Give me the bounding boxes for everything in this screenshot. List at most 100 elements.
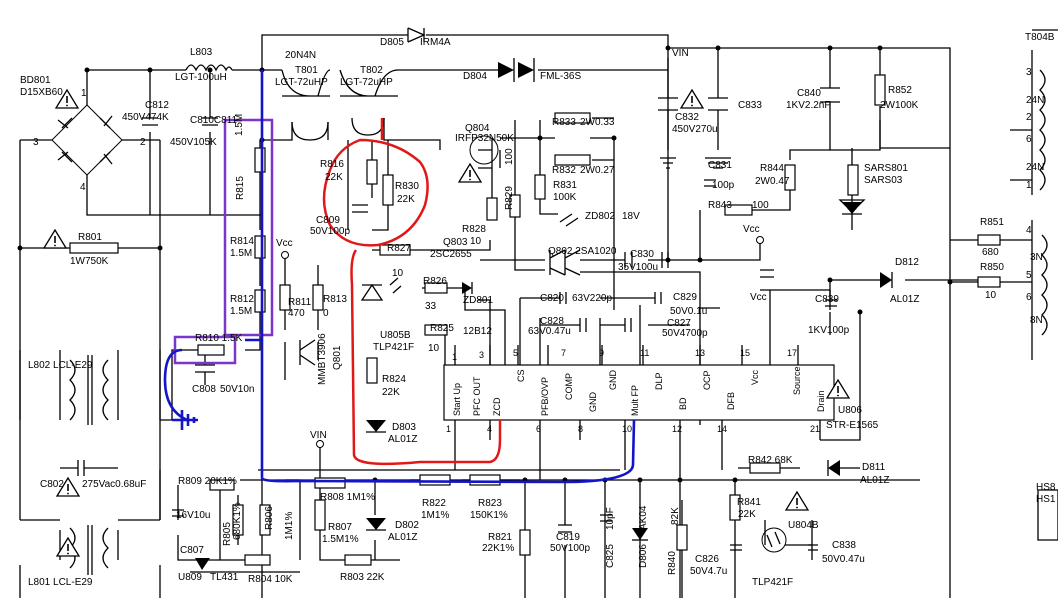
c809-label: C809: [316, 215, 340, 226]
r850-label: R850: [980, 262, 1004, 273]
r840-value: 82K: [670, 507, 681, 525]
warning-icon: [43, 229, 67, 249]
c833-label: C833: [738, 100, 762, 111]
pin-comp: COMP: [564, 373, 574, 400]
c808-value: 50V10n: [220, 384, 254, 395]
pin-num: 4: [487, 424, 492, 434]
l801-label: L801 LCL-E29: [28, 577, 93, 588]
pin-gnd1: GND: [588, 392, 598, 413]
d804-label: D804: [463, 71, 487, 82]
r808-label: R808 1M1%: [320, 492, 375, 503]
pin-dlp: DLP: [654, 372, 664, 390]
r831-value: 100K: [553, 192, 577, 203]
r852-label: R852: [888, 85, 912, 96]
sec-pin-3: 3: [1026, 67, 1032, 78]
pin-dfb: DFB: [726, 392, 736, 410]
bridge-pin-4: 4: [80, 182, 86, 193]
u809-label: U809: [178, 572, 202, 583]
r814-value: 1.5M: [230, 248, 252, 259]
r829-value: 100: [504, 148, 515, 165]
t802-label: T802: [360, 65, 383, 76]
sec-24n-a: 24N: [1026, 95, 1044, 106]
pin-pfcout: PFC OUT: [472, 376, 482, 416]
r833-label: R833: [552, 117, 576, 128]
r806-label: R806: [264, 506, 275, 530]
r823-label: R823: [478, 498, 502, 509]
d802-value: AL01Z: [388, 532, 417, 543]
r821-value: 22K1%: [482, 543, 514, 554]
r827-label: R827: [387, 243, 411, 254]
sec-pin-4: 4: [1026, 225, 1032, 236]
r826-value: 33: [425, 301, 437, 312]
c807-value: 16V10u: [176, 510, 210, 521]
r811-label: R811: [288, 297, 312, 308]
blue-trace: [163, 70, 636, 484]
c828-label: C828: [540, 316, 564, 327]
r816-label: R816: [320, 159, 344, 170]
zd802-label: ZD802: [585, 211, 615, 222]
pin-cs: CS: [516, 369, 526, 382]
sec-24n-b: 24N: [1026, 162, 1044, 173]
r844-value: 2W0.47: [755, 176, 790, 187]
r827-value: 10: [392, 268, 404, 279]
d804-value: FML-36S: [540, 71, 581, 82]
q803-label: Q803: [443, 237, 468, 248]
vin-mid-label: VIN: [310, 430, 327, 441]
vcc-right-label: Vcc: [750, 292, 767, 303]
q801-label: Q801: [332, 345, 343, 370]
r841-value: 22K: [738, 509, 756, 520]
c839-value: 1KV100p: [808, 325, 850, 336]
r812-label: R812: [230, 294, 254, 305]
wiring: [17, 29, 1058, 598]
q804-label: Q804: [465, 123, 490, 134]
d803-value: AL01Z: [388, 434, 417, 445]
r816-value: 22K: [325, 172, 343, 183]
pin-startup: Start Up: [452, 383, 462, 416]
r811-value: 470: [288, 308, 305, 319]
c829-label: C829: [673, 292, 697, 303]
c831-label: C831: [708, 160, 732, 171]
pin-num: 9: [599, 348, 604, 358]
r815-value: 1.5M: [234, 114, 245, 136]
q804-value: IRFP32N50K: [455, 133, 514, 144]
c827-label: C827: [667, 318, 691, 329]
red-trace: [350, 118, 502, 466]
warning-icon: [680, 89, 704, 109]
purple-highlight-box-upper: [223, 118, 274, 337]
r807-label: R807: [328, 522, 352, 533]
d812-value: AL01Z: [890, 294, 919, 305]
d811-value: AL01Z: [860, 475, 889, 486]
r851-label: R851: [980, 217, 1004, 228]
c832-label: C832: [675, 112, 699, 123]
d802-label: D802: [395, 520, 419, 531]
pin-num: 12: [672, 424, 682, 434]
d806-value: AK04: [638, 505, 649, 530]
q803-value: 2SC2655: [430, 249, 472, 260]
zd801-value: 12B12: [463, 326, 492, 337]
vcc-left-label: Vcc: [276, 238, 293, 249]
r821-label: R821: [488, 532, 512, 543]
pin-num: 5: [513, 348, 518, 358]
c820-label: C820: [540, 293, 564, 304]
t801-label: T801: [295, 65, 318, 76]
hs8-label: HS8: [1036, 482, 1056, 493]
pin-num: 6: [536, 424, 541, 434]
pin-num: 21: [810, 424, 820, 434]
r852-value: 2W100K: [880, 100, 919, 111]
pin-pfbovp: PFB/OVP: [540, 377, 550, 416]
r813-value: 0: [323, 308, 329, 319]
r825-value: 10: [428, 343, 440, 354]
pin-num: 1: [446, 424, 451, 434]
pin-vcc: Vcc: [750, 369, 760, 385]
l803-label: L803: [190, 47, 213, 58]
r824-value: 22K: [382, 387, 400, 398]
t801-turns: 20N4N: [285, 50, 316, 61]
r822-label: R822: [422, 498, 446, 509]
d806-label: D806: [638, 544, 649, 568]
c802-value: 275Vac0.68uF: [82, 479, 146, 490]
pin-multfp: Mult FP: [630, 385, 640, 416]
c812-label: C812: [145, 100, 169, 111]
c826-value: 50V4.7u: [690, 566, 727, 577]
r805-value: 680K1%: [232, 502, 243, 540]
